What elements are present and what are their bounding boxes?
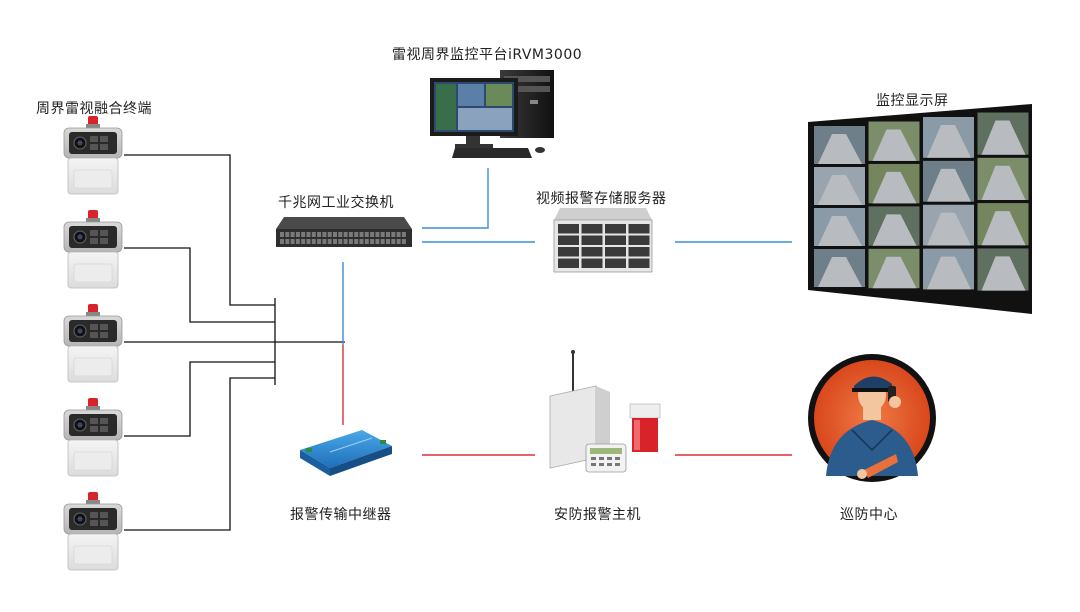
beacon-icon <box>88 492 98 502</box>
radar-camera-terminal-1[interactable] <box>63 116 123 195</box>
patrol-center-icon[interactable] <box>808 354 936 482</box>
alarm-lines <box>342 345 792 456</box>
relay-label: 报警传输中继器 <box>290 507 392 523</box>
cable-terminal-2 <box>124 247 275 323</box>
beacon-icon <box>88 398 98 408</box>
display-label: 监控显示屏 <box>876 93 949 109</box>
switch-label: 千兆网工业交换机 <box>278 195 394 211</box>
alarm-relay-device[interactable] <box>300 430 392 476</box>
patrol-label: 巡防中心 <box>840 507 898 523</box>
beacon-icon <box>88 304 98 314</box>
storage-label: 视频报警存储服务器 <box>536 191 667 207</box>
beacon-icon <box>88 210 98 220</box>
terminals-label: 周界雷视融合终端 <box>36 101 152 117</box>
platform-label: 雷视周界监控平台iRVM3000 <box>392 47 583 63</box>
radar-camera-terminal-4[interactable] <box>63 398 123 477</box>
camera-cables <box>124 154 345 531</box>
monitoring-platform-pc[interactable] <box>430 70 554 158</box>
cable-terminal-1 <box>124 154 275 306</box>
radar-camera-terminal-3[interactable] <box>63 304 123 383</box>
security-alarm-host[interactable] <box>549 350 661 473</box>
beacon-icon <box>88 116 98 126</box>
monitor-video-wall[interactable] <box>808 104 1032 314</box>
cable-terminal-4 <box>124 361 275 437</box>
link-switch-platform <box>422 168 489 229</box>
radar-camera-terminal-5[interactable] <box>63 492 123 571</box>
alarm-host-label: 安防报警主机 <box>554 507 641 523</box>
video-storage-server[interactable] <box>553 208 653 273</box>
radar-camera-terminal-2[interactable] <box>63 210 123 289</box>
industrial-switch[interactable] <box>276 217 412 247</box>
network-lines <box>342 168 792 345</box>
cable-terminal-5 <box>124 377 275 531</box>
